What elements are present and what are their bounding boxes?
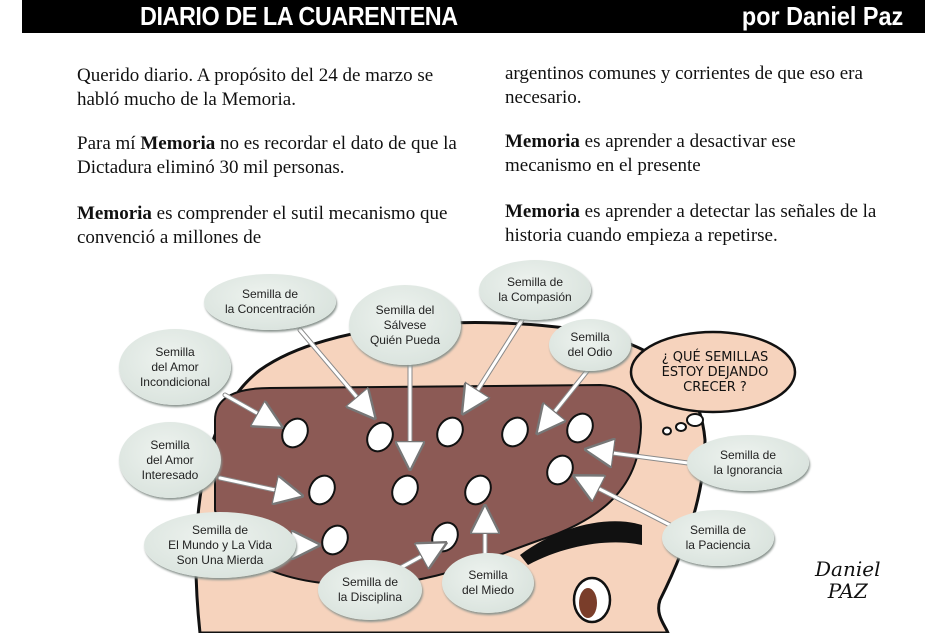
seed-label-bubble: Semilla del Odio	[549, 319, 631, 371]
seed-label-bubble: Semilla del Sálvese Quién Pueda	[349, 285, 461, 365]
seed	[308, 474, 336, 506]
seed-arrow	[398, 545, 442, 568]
comic-title: DIARIO DE LA CUARENTENA	[140, 1, 458, 31]
seed-label-bubble: Semilla de la Concentración	[204, 274, 336, 330]
seed-arrow	[465, 318, 524, 410]
seed-arrow	[298, 328, 372, 415]
seed	[566, 412, 594, 444]
seed-label-bubble: Semilla del Miedo	[442, 553, 534, 613]
artist-signature: Daniel PAZ	[815, 557, 881, 603]
seed-label-bubble: Semilla de la Paciencia	[662, 510, 774, 566]
thought-dot	[675, 422, 687, 432]
seed	[391, 474, 419, 506]
seed	[366, 421, 394, 453]
thought-cloud	[629, 330, 797, 414]
thought-dot	[686, 413, 704, 427]
paragraph-1: Querido diario. A propósito del 24 de ma…	[77, 65, 434, 110]
seed-arrow	[590, 450, 690, 463]
thought-text: ¿ QUÉ SEMILLAS ESTOY DEJANDO CRECER ?	[661, 350, 769, 395]
seed-label-bubble: Semilla del Amor Incondicional	[119, 329, 231, 405]
seed-label-bubble: Semilla del Amor Interesado	[119, 422, 221, 498]
paragraph-3: Memoria es comprender el sutil mecanismo…	[77, 203, 448, 248]
header-bar: DIARIO DE LA CUARENTENA por Daniel Paz	[22, 0, 925, 33]
paragraph-6: Memoria es aprender a detectar las señal…	[505, 201, 877, 246]
comic-author: por Daniel Paz	[741, 1, 903, 31]
seed-arrow	[578, 478, 672, 527]
seed	[321, 524, 349, 556]
paragraph-2: Para mí Memoria no es recordar el dato d…	[77, 133, 457, 178]
seed-arrow	[218, 478, 298, 495]
seed	[464, 474, 492, 506]
thought-dot	[662, 426, 672, 436]
paragraph-5: Memoria es aprender a desactivar ese mec…	[505, 131, 796, 176]
seed-arrow	[223, 393, 278, 425]
seed-arrow	[540, 368, 590, 430]
seed-label-bubble: Semilla de la Compasión	[479, 260, 591, 320]
seed	[436, 416, 464, 448]
paragraph-4: argentinos comunes y corrientes de que e…	[505, 63, 863, 108]
brain-area	[214, 383, 642, 587]
seed-label-bubble: Semilla de la Disciplina	[318, 560, 422, 620]
seed-label-bubble: Semilla de la Ignorancia	[687, 435, 809, 491]
eyebrow	[520, 521, 642, 565]
seed-label-bubble: Semilla de El Mundo y La Vida Son Una Mi…	[144, 512, 296, 578]
seed	[501, 416, 529, 448]
